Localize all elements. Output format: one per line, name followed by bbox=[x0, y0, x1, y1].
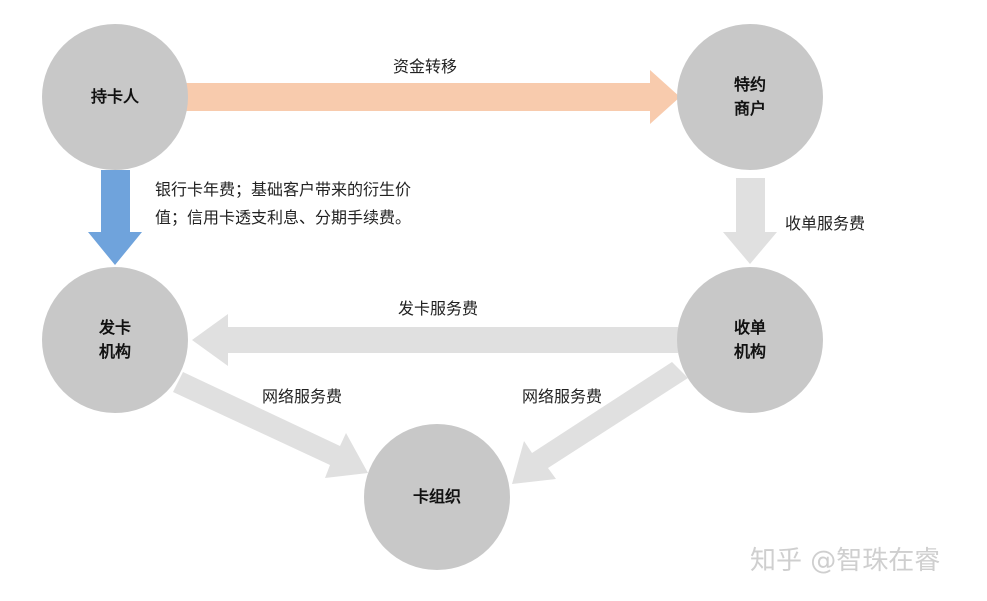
issuer-income-line1: 银行卡年费；基础客户带来的衍生价 bbox=[155, 180, 412, 199]
merchant-node bbox=[677, 24, 823, 170]
issuing-fee-arrow bbox=[192, 314, 678, 366]
network-fee-left-label: 网络服务费 bbox=[262, 387, 343, 406]
network-fee-arrow-right bbox=[512, 362, 688, 484]
issuing-fee-label: 发卡服务费 bbox=[398, 299, 479, 318]
acquiring-fee-label: 收单服务费 bbox=[785, 214, 866, 233]
issuer-income-line2: 值；信用卡透支利息、分期手续费。 bbox=[155, 208, 412, 227]
network-fee-arrow-left bbox=[173, 372, 368, 478]
issuer-label: 发卡 机构 bbox=[98, 318, 132, 361]
issuer-node bbox=[42, 267, 188, 413]
watermark: 知乎 @智珠在睿 bbox=[750, 546, 941, 576]
cardholder-label: 持卡人 bbox=[90, 87, 140, 106]
acquiring-fee-arrow bbox=[723, 178, 777, 264]
card-org-label: 卡组织 bbox=[412, 487, 462, 506]
network-fee-right-label: 网络服务费 bbox=[522, 387, 603, 406]
fund-transfer-arrow bbox=[186, 70, 680, 124]
acquirer-node bbox=[677, 267, 823, 413]
card-org-node bbox=[364, 424, 510, 570]
issuer-fee-arrow bbox=[88, 170, 142, 265]
cardholder-node bbox=[42, 24, 188, 170]
merchant-label: 特约 商户 bbox=[733, 75, 767, 118]
acquirer-label: 收单 机构 bbox=[733, 318, 767, 361]
fund-transfer-label: 资金转移 bbox=[393, 57, 458, 76]
